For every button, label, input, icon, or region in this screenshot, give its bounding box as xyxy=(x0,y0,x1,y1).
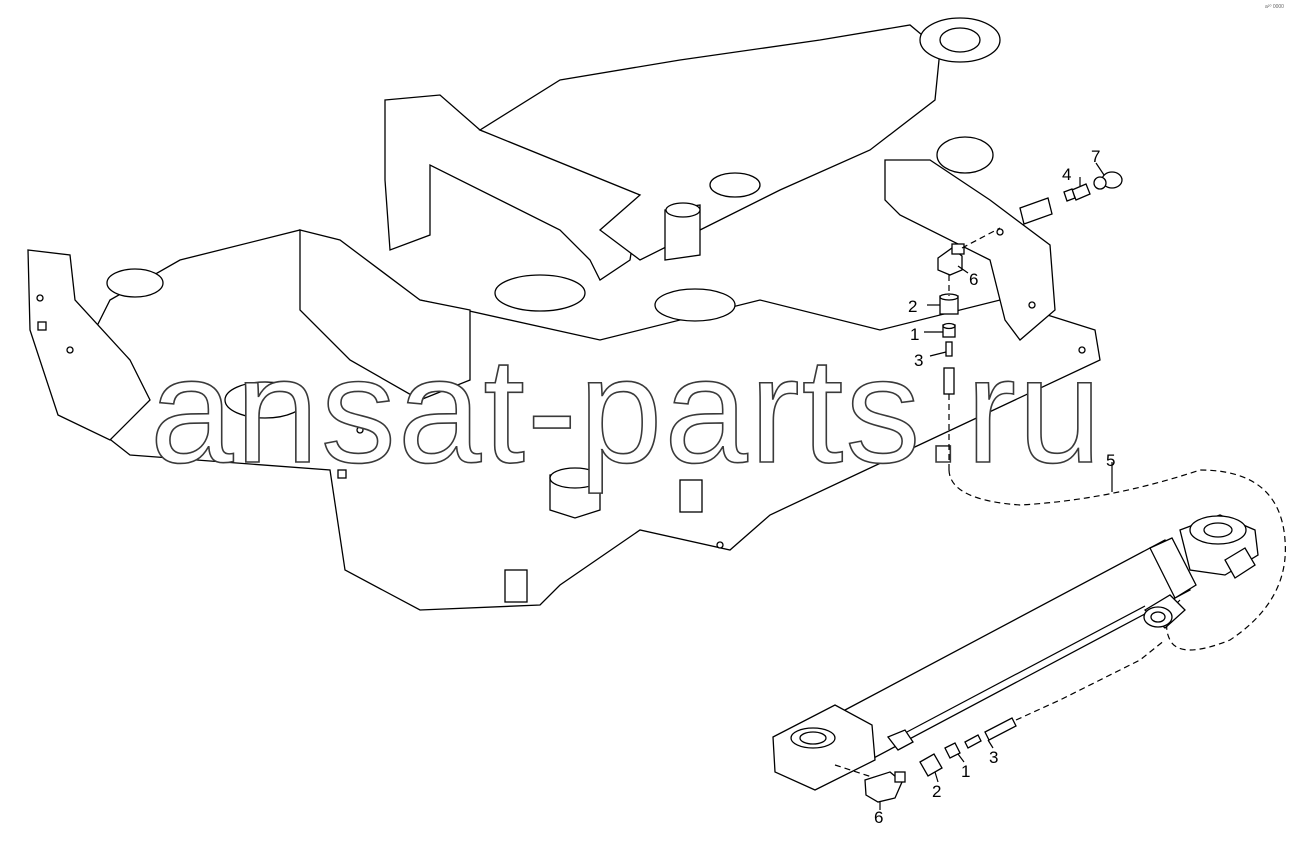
hose-path xyxy=(948,469,1286,651)
hydraulic-cylinder xyxy=(772,514,1259,791)
machine-frame xyxy=(27,17,1101,611)
lower-fittings xyxy=(834,639,1166,810)
callout-3-lower: 3 xyxy=(989,748,998,767)
callout-4: 4 xyxy=(1062,165,1071,184)
callout-2-lower: 2 xyxy=(932,782,941,801)
corner-mark: a²⁰ 0000 xyxy=(1265,4,1284,10)
upper-fittings xyxy=(924,162,1123,470)
callout-3: 3 xyxy=(914,351,923,370)
callouts: 4 7 6 2 1 3 5 1 3 2 6 xyxy=(874,147,1115,827)
callout-6: 6 xyxy=(969,270,978,289)
callout-5: 5 xyxy=(1106,451,1115,470)
callout-7: 7 xyxy=(1091,147,1100,166)
callout-1: 1 xyxy=(910,325,919,344)
watermark: ansat-parts.ru xyxy=(150,326,1103,494)
callout-6-lower: 6 xyxy=(874,808,883,827)
callout-1-lower: 1 xyxy=(961,762,970,781)
callout-2: 2 xyxy=(908,297,917,316)
